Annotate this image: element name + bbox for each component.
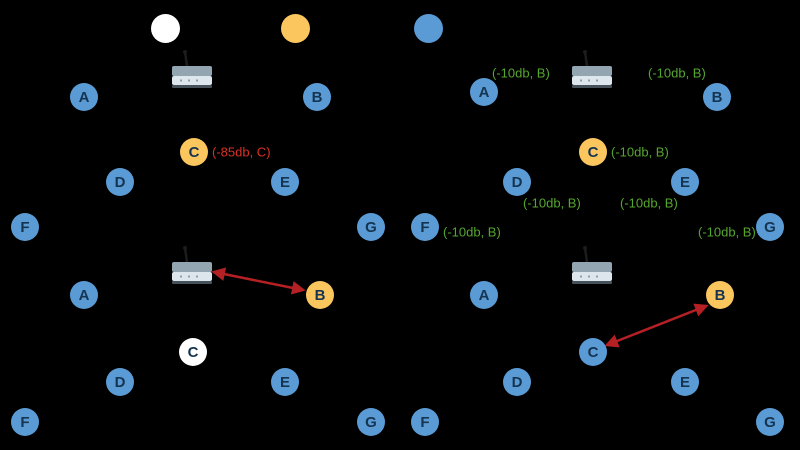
blue-dot: [413, 13, 443, 43]
node-tl-A: A: [70, 83, 98, 111]
node-tr-G: G: [756, 213, 784, 241]
node-tl-C: C: [180, 138, 208, 166]
node-br-A: A: [470, 281, 498, 309]
node-br-E: E: [671, 368, 699, 396]
tr-D-signal: (-10db, B): [523, 195, 581, 211]
node-tr-C: C: [579, 138, 607, 166]
tr-B-signal: (-10db, B): [648, 65, 706, 81]
wifi-router-icon: [572, 50, 612, 88]
tr-G-signal: (-10db, B): [698, 224, 756, 240]
node-br-G: G: [756, 408, 784, 436]
yellow-dot: [280, 13, 310, 43]
node-bl-E: E: [271, 368, 299, 396]
node-bl-G: G: [357, 408, 385, 436]
node-tl-G: G: [357, 213, 385, 241]
wifi-router-icon: [172, 246, 212, 284]
node-br-C: C: [579, 338, 607, 366]
node-tr-A: A: [470, 78, 498, 106]
node-tl-F: F: [11, 213, 39, 241]
wifi-router-icon: [572, 246, 612, 284]
arrow-router-to-B: [211, 267, 306, 295]
node-bl-A: A: [70, 281, 98, 309]
node-tl-B: B: [303, 83, 331, 111]
node-bl-D: D: [106, 368, 134, 396]
node-br-F: F: [411, 408, 439, 436]
node-bl-B: B: [306, 281, 334, 309]
tl-C-signal: (-85db, C): [212, 144, 271, 160]
node-tr-E: E: [671, 168, 699, 196]
node-br-D: D: [503, 368, 531, 396]
tr-A-signal: (-10db, B): [492, 65, 550, 81]
node-tr-B: B: [703, 83, 731, 111]
node-tl-E: E: [271, 168, 299, 196]
tr-F-signal: (-10db, B): [443, 224, 501, 240]
white-dot: [150, 13, 180, 43]
node-tr-D: D: [503, 168, 531, 196]
tr-C-signal: (-10db, B): [611, 144, 669, 160]
node-tl-D: D: [106, 168, 134, 196]
tr-E-signal: (-10db, B): [620, 195, 678, 211]
node-bl-C: C: [179, 338, 207, 366]
node-tr-F: F: [411, 213, 439, 241]
node-bl-F: F: [11, 408, 39, 436]
arrow-C-to-B: [604, 303, 709, 348]
node-br-B: B: [706, 281, 734, 309]
wifi-router-icon: [172, 50, 212, 88]
